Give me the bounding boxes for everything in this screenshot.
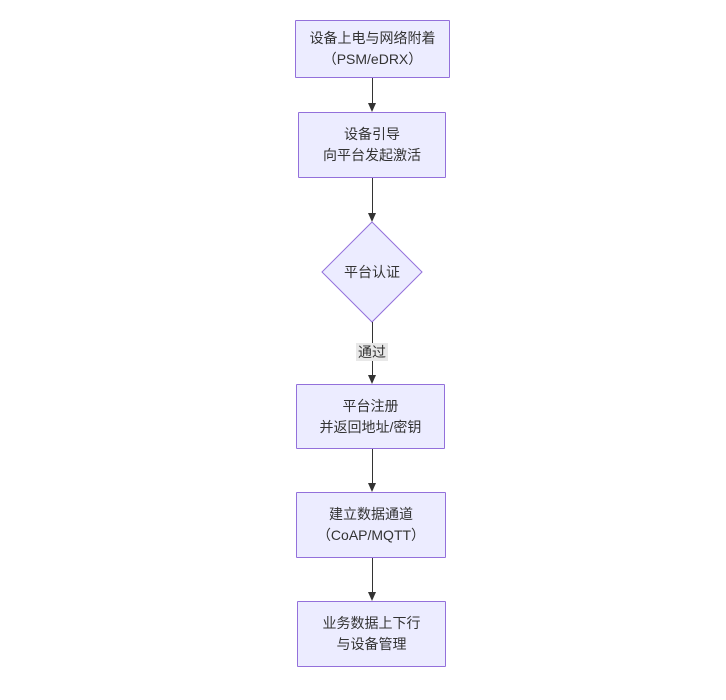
flow-node-data-channel: 建立数据通道 （CoAP/MQTT）	[296, 492, 446, 558]
arrowhead-icon	[367, 103, 376, 112]
node-text-line: 建立数据通道	[329, 506, 413, 522]
node-text-line: 业务数据上下行	[322, 615, 421, 631]
edge-line	[371, 178, 373, 214]
node-text-line: 向平台发起激活	[323, 147, 421, 163]
arrowhead-icon	[367, 483, 376, 492]
edge-line	[371, 558, 373, 593]
node-text-line: 与设备管理	[336, 636, 407, 652]
arrow-down-icon	[367, 78, 377, 112]
arrowhead-icon	[367, 213, 376, 222]
edge-line	[371, 78, 373, 104]
edge-line	[371, 449, 373, 484]
node-text-line: 平台注册	[342, 397, 399, 414]
node-text-line: 平台认证	[344, 264, 400, 280]
flow-node-bootstrap: 设备引导 向平台发起激活	[298, 112, 446, 178]
node-text-line: 设备上电与网络附着	[309, 30, 436, 46]
node-text-line: 并返回地址/密钥	[319, 418, 422, 435]
flow-node-auth-decision: 平台认证	[321, 221, 423, 323]
arrowhead-icon	[367, 592, 376, 601]
node-text-line: （PSM/eDRX）	[322, 51, 423, 67]
node-text-line: （CoAP/MQTT）	[316, 527, 426, 543]
flow-node-business: 业务数据上下行 与设备管理	[297, 601, 446, 667]
arrow-down-icon	[367, 558, 377, 601]
flow-node-register: 平台注册 并返回地址/密钥	[296, 384, 445, 449]
arrow-down-icon	[367, 449, 377, 492]
edge-label-pass: 通过	[356, 343, 388, 361]
flow-node-power-attach: 设备上电与网络附着 （PSM/eDRX）	[295, 20, 450, 78]
node-text-line: 设备引导	[344, 126, 400, 142]
arrow-down-icon	[367, 178, 377, 222]
arrowhead-icon	[367, 375, 376, 384]
